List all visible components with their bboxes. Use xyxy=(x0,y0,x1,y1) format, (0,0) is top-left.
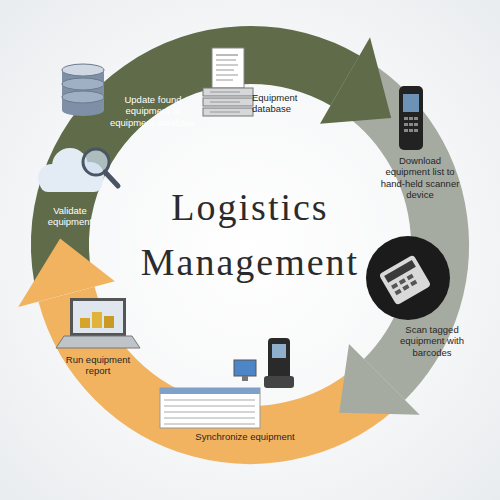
database-icon xyxy=(62,64,104,116)
step-label: Validate equipment xyxy=(38,205,102,228)
step-label: Update found equipment to equipment data… xyxy=(108,94,198,128)
diagram-title: Logistics Management xyxy=(105,180,395,290)
step-label: Download equipment list to hand-held sca… xyxy=(378,155,462,201)
green-arrowhead xyxy=(320,37,391,124)
cloud-icon xyxy=(38,148,118,192)
scanner-photo xyxy=(366,236,450,320)
gray-arrowhead xyxy=(339,344,420,415)
handheld-icon xyxy=(399,86,423,150)
step-label: Run equipment report xyxy=(62,354,134,377)
laptop-icon xyxy=(56,298,140,348)
step-label: Scan tagged equipment with barcodes xyxy=(392,324,472,358)
step-label: Equipment database xyxy=(252,92,314,115)
server-icon xyxy=(203,48,253,116)
orange-arrowhead xyxy=(18,238,115,307)
sync-icon xyxy=(160,338,294,428)
step-label: Synchronize equipment xyxy=(185,431,305,442)
